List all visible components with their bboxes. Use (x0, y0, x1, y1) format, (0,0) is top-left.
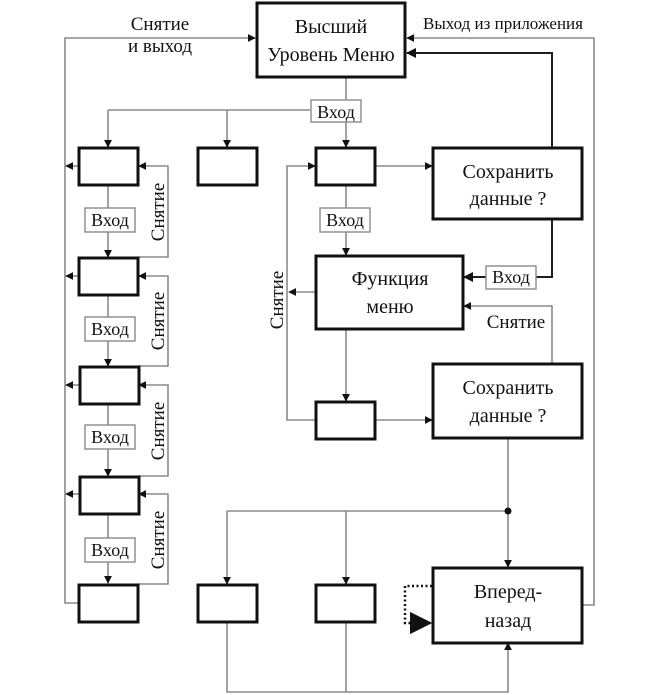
left-box-2[interactable] (77, 256, 140, 297)
self-loop-dotted (403, 584, 433, 635)
save-data-box-2[interactable] (431, 362, 584, 440)
remove-loop-3 (138, 381, 169, 477)
function-line1: Функция (352, 268, 429, 290)
center-remove-loop (286, 162, 316, 421)
save1-to-top-line (406, 48, 553, 148)
exit-app-label: Выход из приложения (423, 14, 583, 33)
forward-back-line2: назад (485, 610, 532, 632)
remove-label-3: Снятие (148, 402, 169, 460)
center-enter-label: Вход (326, 210, 364, 230)
left-box-3[interactable] (78, 365, 141, 406)
function-menu-box[interactable] (314, 254, 465, 331)
remove-label-4: Снятие (148, 511, 169, 569)
enter-label-box-1 (84, 207, 136, 233)
forward-back-line1: Вперед- (474, 581, 542, 603)
remove-and-exit-line (64, 34, 256, 604)
left-box-5[interactable] (77, 583, 140, 624)
enter-label-box-4 (84, 537, 136, 563)
function-remove-label: Снятие (487, 312, 545, 333)
remove-label-2: Снятие (148, 292, 169, 350)
center-remove-label: Снятие (267, 271, 288, 329)
save1-line1: Сохранить (463, 161, 554, 183)
bottom-box-1[interactable] (196, 583, 259, 624)
remove-loop-4 (138, 490, 169, 585)
top-menu-box[interactable] (255, 1, 407, 79)
save1-line2: данные ? (470, 188, 547, 210)
enter-label-box-top (310, 99, 362, 123)
remove-loop-1 (138, 162, 169, 258)
save-data-box-1[interactable] (431, 146, 584, 221)
junction-dot (504, 507, 512, 515)
enter-label-1: Вход (91, 210, 129, 230)
bottom-return-line (226, 622, 512, 693)
function-enter-label-box (485, 265, 537, 290)
enter-label-3: Вход (91, 427, 129, 447)
enter-label-2: Вход (91, 319, 129, 339)
function-enter-label: Вход (492, 267, 530, 287)
remove-exit-label-1: Снятие (131, 14, 189, 35)
bottom-box-2[interactable] (314, 583, 377, 624)
center-box-2[interactable] (314, 400, 377, 441)
remove-loop-2 (138, 272, 169, 367)
enter-label-box-2 (84, 316, 136, 342)
function-line2: меню (366, 296, 413, 318)
remove-exit-label-2: и выход (128, 36, 192, 57)
save2-line2: данные ? (470, 405, 547, 427)
top-menu-line1: Высший (295, 16, 368, 38)
enter-label-4: Вход (91, 540, 129, 560)
exit-app-line (406, 34, 595, 606)
forward-back-box[interactable] (431, 566, 584, 645)
top-menu-line2: Уровень Меню (267, 44, 395, 66)
center-enter-label-box (319, 207, 371, 233)
save2-line1: Сохранить (463, 377, 554, 399)
left-box-4[interactable] (78, 475, 141, 516)
enter-label-box-3 (84, 424, 136, 450)
center-box-1[interactable] (314, 146, 377, 187)
left-box-1[interactable] (77, 146, 140, 187)
enter-label-top: Вход (317, 102, 355, 122)
remove-label-1: Снятие (148, 183, 169, 241)
save2-remove-function-line (463, 302, 553, 364)
middle-box[interactable] (196, 146, 259, 187)
